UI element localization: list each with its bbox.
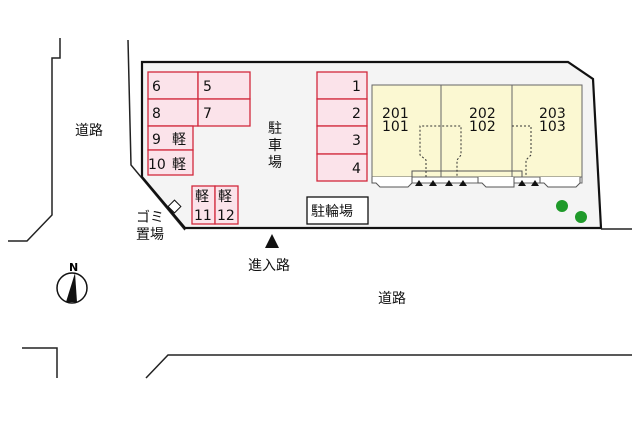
unit-label: 102 — [469, 119, 496, 135]
space-label: 6 — [152, 79, 161, 95]
space-label: 4 — [352, 161, 361, 177]
compass-icon — [56, 272, 88, 304]
unit-label: 202 — [469, 106, 496, 122]
space-label: 1 — [352, 79, 361, 95]
entrance-triangles — [415, 180, 539, 186]
kei-label: 軽 — [172, 157, 186, 173]
tree-icon — [575, 211, 587, 223]
unit-label: 203 — [539, 106, 566, 122]
parking-space-6 — [147, 71, 199, 100]
building — [371, 84, 583, 188]
parking-left-grid — [147, 71, 368, 225]
kei-label: 軽 — [218, 189, 232, 205]
parking-space-4 — [316, 153, 368, 182]
parking-space-7 — [197, 98, 251, 127]
tree-icon — [556, 200, 568, 212]
space-label: 7 — [203, 106, 212, 122]
space-label: 8 — [152, 106, 161, 122]
entrance-label: 進入路 — [248, 258, 290, 274]
parking-space-12 — [214, 185, 239, 225]
bicycle-parking-label: 駐輪場 — [311, 203, 353, 220]
parking-space-10 — [147, 149, 194, 176]
garbage-area-icon — [167, 199, 182, 214]
parking-area-label: 駐 — [268, 121, 282, 137]
space-label: 2 — [352, 106, 361, 122]
parking-space-5 — [197, 71, 251, 100]
left-road-edge — [8, 38, 61, 242]
space-label: 9 — [152, 132, 161, 148]
space-label: 5 — [203, 79, 212, 95]
garbage-label: ゴミ — [136, 209, 164, 226]
kei-label: 軽 — [172, 132, 186, 148]
road-label-bottom: 道路 — [378, 291, 406, 307]
space-label: 10 — [148, 157, 166, 173]
garbage-label: 置場 — [136, 227, 164, 243]
compass-north-label: N — [69, 261, 78, 274]
road-label-left: 道路 — [75, 123, 103, 139]
parking-area-label: 車 — [268, 137, 282, 154]
entrance-arrow-icon — [265, 234, 279, 248]
bottom-road-edge-left — [22, 347, 58, 378]
unit-label: 103 — [539, 119, 566, 135]
unit-label: 201 — [382, 106, 409, 122]
parking-area-label: 場 — [268, 155, 282, 171]
space-label: 3 — [352, 133, 361, 149]
bicycle-parking-box — [306, 196, 369, 225]
unit-label: 101 — [382, 119, 409, 135]
kei-label: 軽 — [195, 189, 209, 205]
bottom-road-edge-right — [145, 354, 632, 379]
space-label: 12 — [217, 208, 235, 224]
space-label: 11 — [194, 208, 212, 224]
